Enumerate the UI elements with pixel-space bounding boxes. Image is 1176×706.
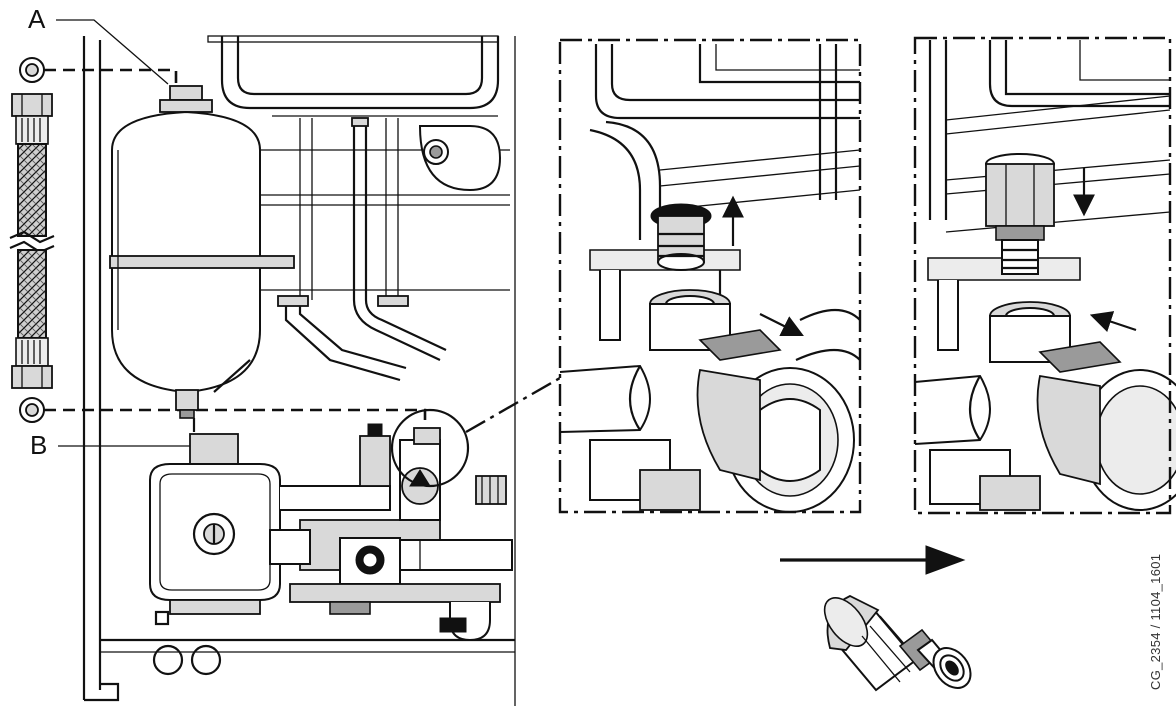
figure-code: CG_2354 / 1104_1601 bbox=[1148, 553, 1163, 690]
sensor-bulb bbox=[418, 125, 502, 192]
connection-line-a bbox=[44, 68, 178, 86]
vertical-pipes bbox=[277, 117, 447, 382]
boiler-frame bbox=[82, 36, 516, 706]
vessel-body bbox=[111, 110, 261, 394]
fill-valve-b bbox=[413, 427, 441, 445]
detail-panel-fit bbox=[914, 38, 1176, 513]
sequence-arrow bbox=[780, 545, 966, 575]
detail-leader bbox=[465, 376, 561, 434]
leader-line-a bbox=[56, 19, 169, 85]
flexible-hose bbox=[9, 57, 55, 423]
hydraulic-block bbox=[269, 423, 513, 642]
hose-braid-upper bbox=[17, 143, 47, 237]
detail-circle bbox=[390, 408, 470, 488]
expansion-vessel bbox=[109, 85, 295, 432]
hose-bottom-nut bbox=[11, 365, 53, 389]
label-a: A bbox=[28, 4, 46, 34]
hose-braid-lower bbox=[17, 249, 47, 339]
vessel-valve-a bbox=[169, 85, 203, 101]
label-b: B bbox=[30, 430, 48, 460]
connection-line-b bbox=[44, 408, 427, 420]
detail-frame-remove bbox=[558, 38, 862, 514]
detail-frame-fit bbox=[913, 36, 1172, 515]
replacement-fitting bbox=[823, 595, 972, 692]
circulating-pump bbox=[149, 433, 281, 615]
vessel-strap bbox=[109, 255, 295, 269]
top-pipe-loop bbox=[207, 35, 510, 300]
detail-panel-remove bbox=[559, 40, 861, 513]
hose-top-nut bbox=[11, 93, 53, 117]
pump-screw bbox=[192, 512, 236, 556]
